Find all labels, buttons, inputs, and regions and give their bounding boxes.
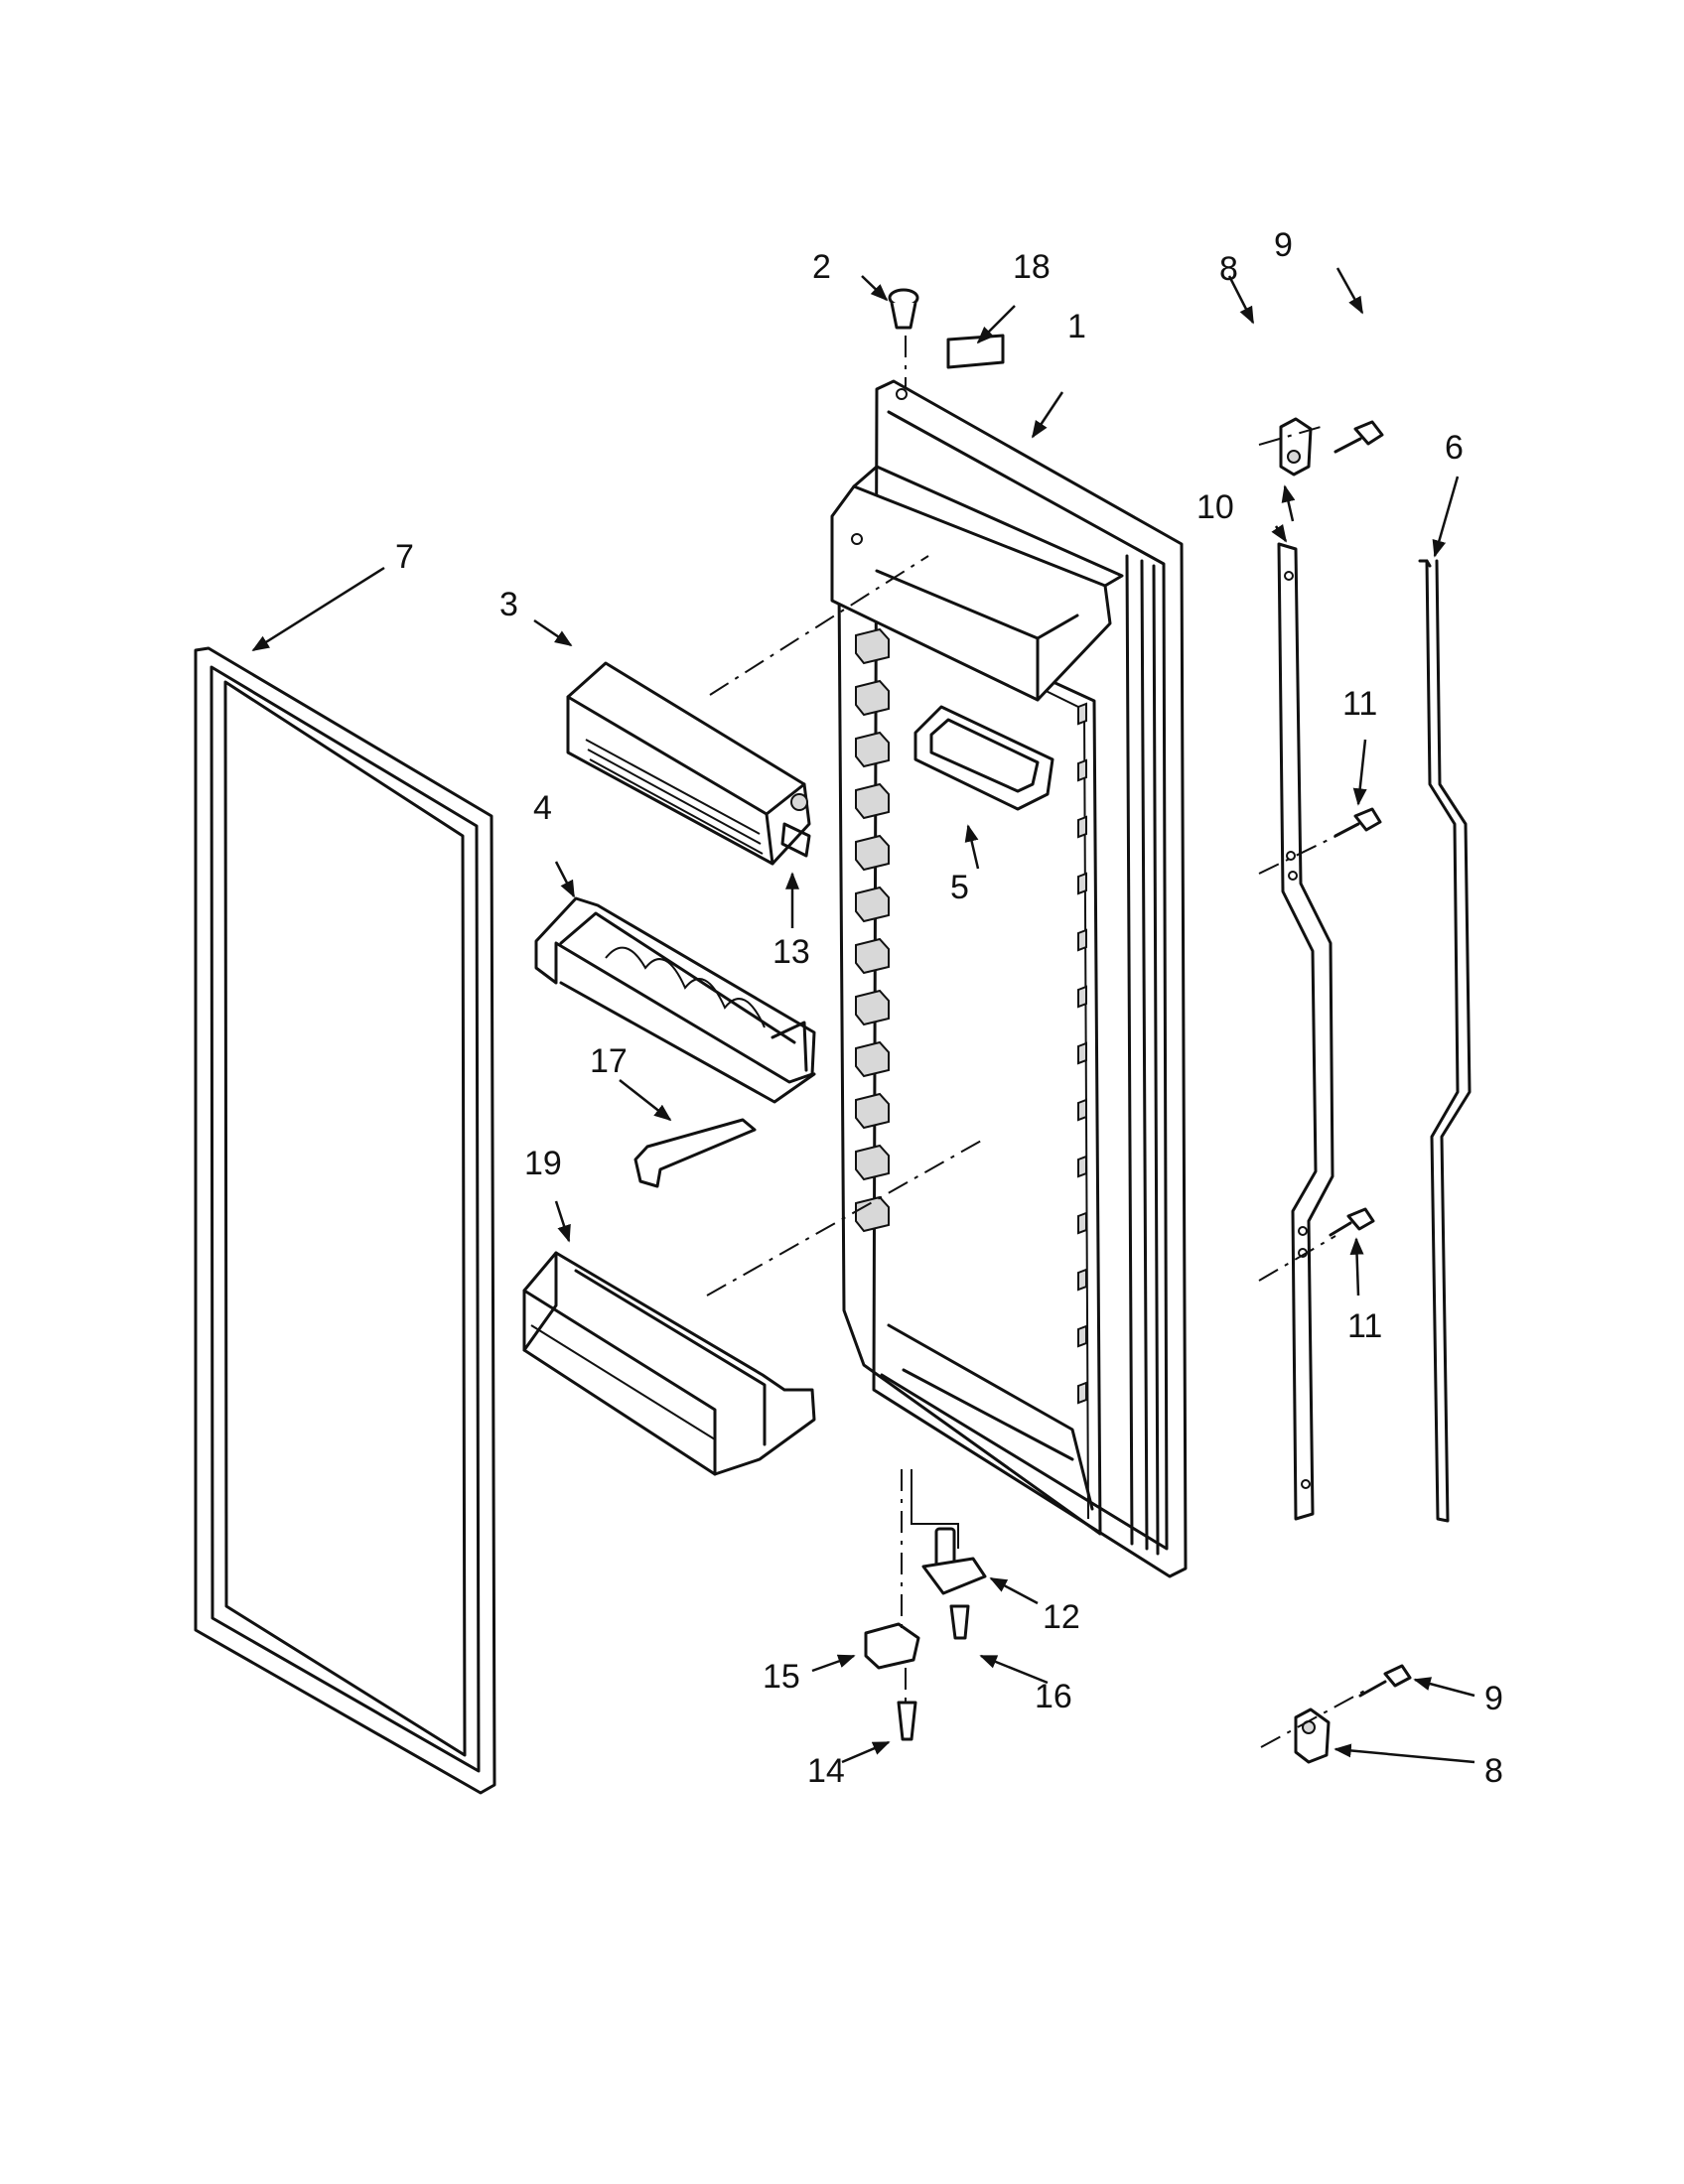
dairy-hinge — [780, 822, 811, 858]
liner-dimple-left — [855, 782, 890, 820]
door-liner-dimples — [855, 627, 1087, 1405]
rating-label — [946, 334, 1005, 369]
label-8-top: 8 — [1219, 250, 1238, 288]
liner-dimple-right — [1077, 1381, 1087, 1405]
top-screw — [1333, 420, 1384, 454]
liner-dimple-right — [1077, 758, 1087, 782]
label-6: 6 — [1445, 429, 1464, 467]
callout-arrows — [251, 267, 1475, 1764]
liner-dimple-right — [1077, 985, 1087, 1009]
liner-dimple-left — [855, 679, 890, 717]
liner-dimple-left — [855, 731, 890, 768]
label-9-top: 9 — [1274, 226, 1293, 264]
door-handle-trim — [1277, 542, 1334, 1521]
label-7: 7 — [395, 538, 414, 576]
liner-dimple-right — [1077, 1041, 1087, 1065]
bushing-screw — [897, 1701, 917, 1741]
label-3: 3 — [499, 586, 518, 623]
label-8-bottom: 8 — [1484, 1752, 1503, 1790]
leader-lines — [706, 336, 1371, 1748]
liner-dimple-right — [1077, 1098, 1087, 1122]
screw-lower — [1329, 1207, 1375, 1237]
liner-dimple-right — [1077, 1155, 1087, 1178]
top-hinge-cover — [1279, 417, 1313, 477]
liner-dimple-right — [1077, 702, 1087, 726]
liner-dimple-right — [1077, 928, 1087, 952]
hinge-screw — [949, 1604, 970, 1640]
door-liner — [830, 379, 1188, 1578]
liner-dimple-left — [855, 1195, 890, 1233]
bottom-screw — [1358, 1664, 1412, 1698]
liner-dimple-left — [855, 1144, 890, 1181]
egg-tray-clip — [633, 1118, 757, 1188]
label-18: 18 — [1013, 248, 1051, 286]
liner-dimple-left — [855, 1092, 890, 1130]
dairy-compartment — [566, 661, 811, 866]
door-gasket — [194, 646, 496, 1795]
label-19: 19 — [524, 1145, 562, 1182]
liner-dimple-left — [855, 627, 890, 665]
label-15: 15 — [763, 1658, 800, 1696]
label-5: 5 — [950, 869, 969, 906]
liner-dimple-left — [855, 989, 890, 1026]
label-2: 2 — [812, 248, 831, 286]
liner-dimple-right — [1077, 1268, 1087, 1292]
label-13: 13 — [772, 933, 810, 971]
egg-tray — [534, 896, 816, 1104]
liner-dimple-left — [855, 937, 890, 975]
label-12: 12 — [1043, 1598, 1080, 1636]
label-11-top: 11 — [1342, 685, 1377, 723]
liner-dimple-left — [855, 886, 890, 923]
hinge-bushing — [864, 1622, 920, 1670]
liner-dimple-right — [1077, 1324, 1087, 1348]
lower-hinge-pin — [921, 1527, 987, 1595]
label-1: 1 — [1067, 308, 1086, 345]
bottom-hinge-cover — [1294, 1707, 1331, 1764]
label-9-bottom: 9 — [1484, 1680, 1503, 1717]
liner-dimple-right — [1077, 1211, 1087, 1235]
label-10: 10 — [1196, 488, 1234, 526]
label-16: 16 — [1035, 1678, 1072, 1715]
label-17: 17 — [590, 1042, 628, 1080]
label-4: 4 — [533, 789, 552, 827]
screw-upper — [1333, 807, 1382, 838]
liner-dimple-left — [855, 1040, 890, 1078]
liner-dimple-right — [1077, 872, 1087, 895]
label-11-bottom: 11 — [1347, 1307, 1382, 1345]
plug-button — [888, 288, 919, 330]
utility-tray — [913, 705, 1054, 811]
label-14: 14 — [807, 1752, 845, 1790]
trim-strip — [1418, 559, 1472, 1523]
liner-dimple-right — [1077, 815, 1087, 839]
liner-dimple-left — [855, 834, 890, 872]
door-bin — [522, 1251, 816, 1476]
